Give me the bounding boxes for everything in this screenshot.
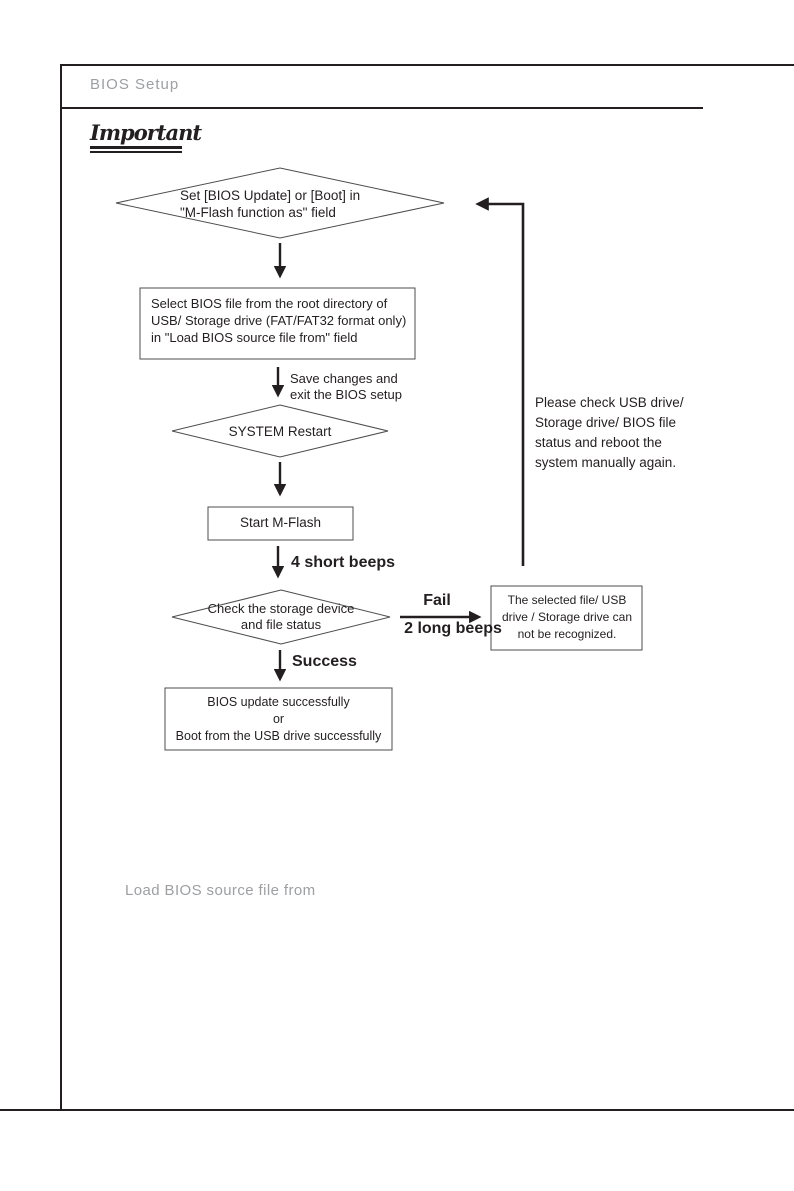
- box2-label: Start M-Flash: [239, 515, 321, 530]
- important-underline-1: [90, 146, 182, 149]
- important-underline-2: [90, 150, 182, 153]
- box-success-result: [164, 687, 393, 751]
- box-start-mflash: [207, 506, 354, 541]
- page-header-title: BIOS Setup: [90, 76, 180, 93]
- section-title: Load BIOS source file from: [125, 882, 316, 899]
- fail-annotation: Fail: [423, 592, 451, 609]
- box-select-bios-file: [139, 287, 416, 360]
- header-underline-rule: [62, 107, 703, 109]
- diamond-system-restart: [171, 404, 389, 458]
- arrow-loopback-icon: [475, 197, 525, 566]
- top-border-rule: [61, 64, 794, 66]
- two-long-beeps-annotation: 2 long beeps: [404, 620, 502, 637]
- fail-box-label: The selected file/ USB drive / Storage d…: [501, 593, 633, 641]
- box3-label: BIOS update successfully or Boot from th…: [175, 695, 382, 743]
- diamond-check-storage: [171, 589, 391, 645]
- box-fail-result: [490, 585, 643, 651]
- diamond-set-mflash-function: [115, 167, 445, 239]
- loopback-note: Please check USB drive/ Storage drive/ B…: [535, 395, 684, 470]
- diamond3-label: Check the storage device and file status: [207, 601, 355, 632]
- four-short-beeps-annotation: 4 short beeps: [291, 554, 396, 571]
- diamond2-label: SYSTEM Restart: [228, 424, 332, 439]
- footer-rule: [0, 1109, 794, 1111]
- save-exit-annotation: Save changes and exit the BIOS setup: [290, 371, 403, 402]
- left-border-rule: [60, 64, 62, 1110]
- box1-label: Select BIOS file from the root directory…: [151, 296, 407, 345]
- success-annotation: Success: [292, 653, 357, 670]
- diamond1-label: Set [BIOS Update] or [Boot] in "M-Flash …: [180, 188, 361, 220]
